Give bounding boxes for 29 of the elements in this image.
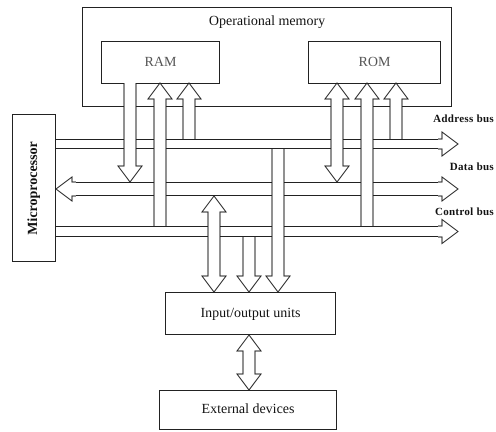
block-arrow: [438, 131, 459, 157]
block-arrow: [117, 82, 143, 183]
box-label: Input/output units: [200, 306, 302, 322]
box-label: Microprocessor: [26, 141, 42, 235]
block-arrow: [324, 82, 350, 183]
unit-box: [82, 7, 452, 107]
box-label: ROM: [358, 54, 392, 70]
box-label: RAM: [144, 54, 178, 70]
block-arrow: [176, 82, 202, 140]
block-arrow: [55, 176, 76, 202]
block-arrow: [438, 218, 459, 244]
bus-label: Control bus: [434, 206, 494, 218]
unit-box: [308, 41, 441, 84]
block-arrow: [147, 82, 173, 226]
block-arrow: [236, 236, 262, 293]
unit-box: [101, 41, 220, 84]
box-label: External devices: [200, 402, 296, 418]
block-arrow: [265, 148, 291, 293]
unit-box: [165, 292, 336, 335]
bus-label: Address bus: [433, 113, 494, 125]
unit-box: [159, 390, 337, 430]
block-arrow: [383, 82, 409, 140]
unit-box: [12, 114, 56, 262]
block-arrow: [236, 334, 262, 391]
block-arrow: [201, 195, 227, 293]
block-arrow: [354, 82, 380, 226]
box-title: Operational memory: [208, 14, 326, 30]
block-arrow: [438, 176, 459, 202]
bus-label: Data bus: [450, 161, 494, 173]
